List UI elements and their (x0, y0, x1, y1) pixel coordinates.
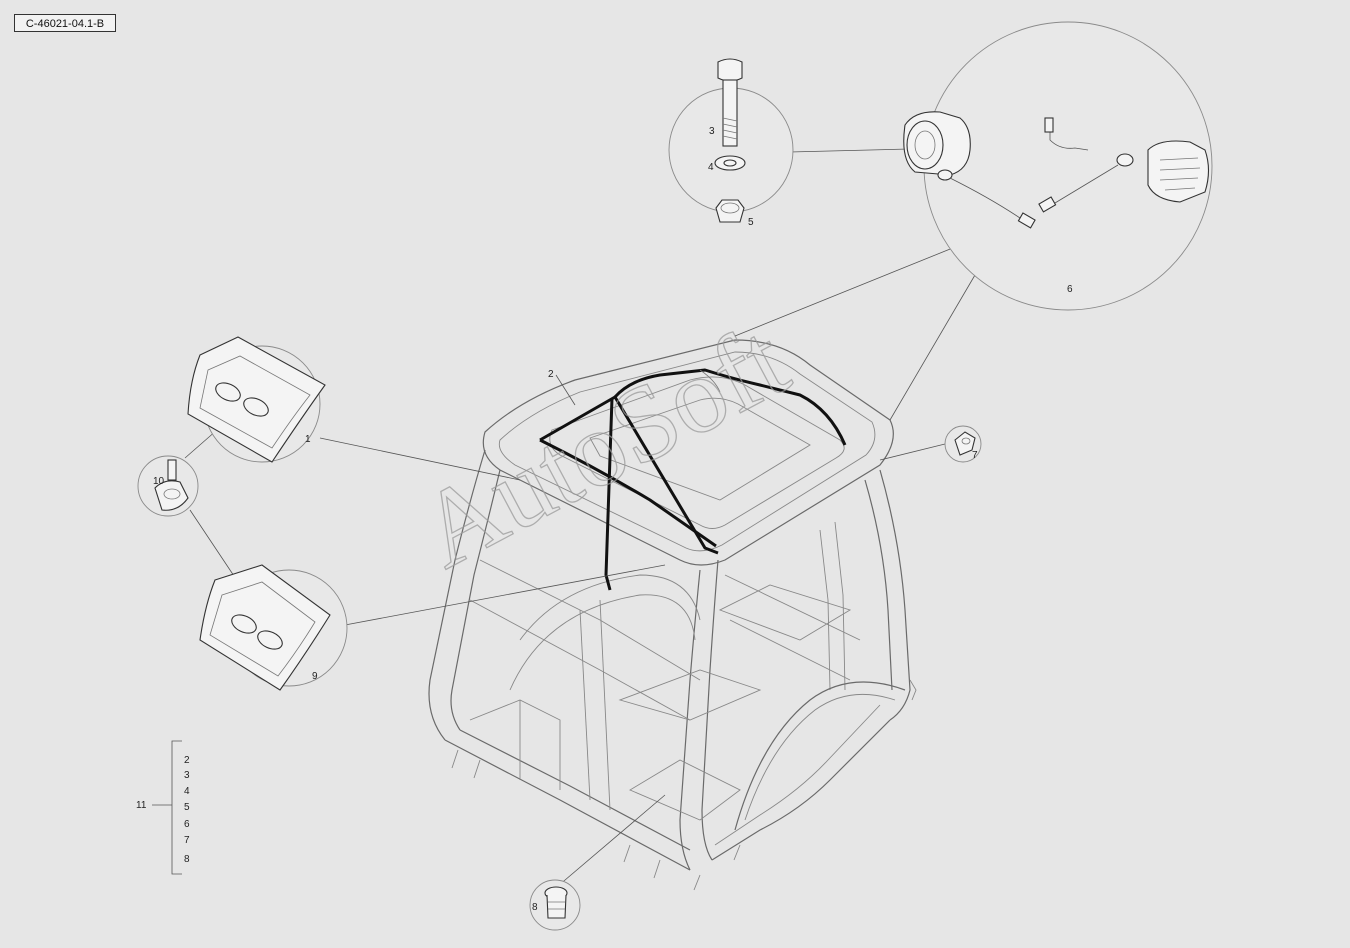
work-light-detail (903, 21, 1213, 311)
kit-item: 8 (184, 854, 190, 865)
callout-labels: 1 2 3 4 5 6 7 8 9 10 (153, 126, 1073, 913)
kit-label: 11 (136, 800, 147, 811)
kit-item: 6 (184, 819, 190, 830)
kit-list: 11 2 3 4 5 6 7 8 (136, 740, 190, 875)
kit-item: 5 (184, 802, 190, 813)
switch-panel-1-detail (187, 336, 326, 463)
callout-1: 1 (305, 434, 311, 445)
nut (715, 199, 745, 223)
bolt-washer-nut-detail (668, 58, 794, 223)
connector-7-detail (944, 425, 982, 463)
kit-item: 2 (184, 755, 190, 766)
callout-7: 7 (972, 450, 978, 461)
connector-cables (949, 117, 1119, 229)
kit-item: 7 (184, 835, 190, 846)
callout-10: 10 (153, 476, 165, 487)
cab-frame (428, 339, 917, 891)
work-light-left (903, 111, 971, 181)
work-light-right (1116, 140, 1210, 203)
callout-6: 6 (1067, 284, 1073, 295)
callout-9: 9 (312, 671, 318, 682)
callout-8: 8 (532, 902, 538, 913)
plug-8-detail (529, 879, 581, 931)
switch-panel-9-detail (199, 564, 348, 691)
roof-wiring-harness (539, 368, 847, 591)
reference-code: C-46021-04.1-B (14, 14, 116, 32)
bolt (717, 58, 743, 147)
callout-5: 5 (748, 217, 754, 228)
callout-3: 3 (709, 126, 715, 137)
kit-item: 3 (184, 770, 190, 781)
kit-item: 4 (184, 786, 190, 797)
switch-10-detail (137, 455, 199, 517)
washer (714, 155, 746, 171)
callout-4: 4 (708, 162, 714, 173)
callout-2: 2 (548, 369, 554, 380)
